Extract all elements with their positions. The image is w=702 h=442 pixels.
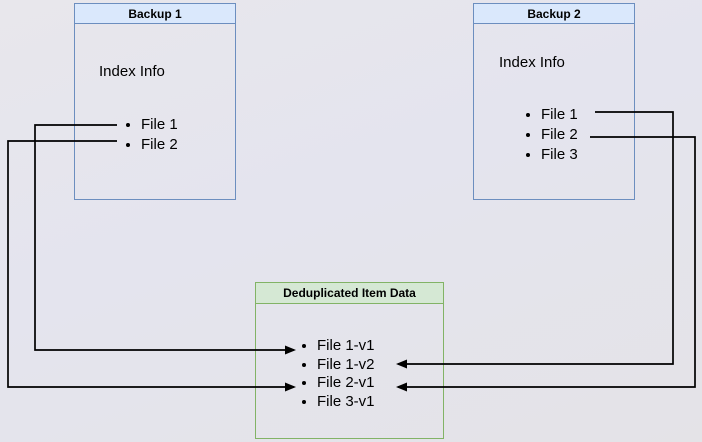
backup1-subtitle: Index Info [99, 63, 165, 80]
list-item-file1v1: File 1-v1 [317, 337, 375, 356]
list-item-file2: File 2 [541, 125, 578, 145]
list-item-file1: File 1 [141, 115, 178, 135]
dedup-file-list: File 1-v1 File 1-v2 File 2-v1 File 3-v1 [256, 337, 375, 411]
list-item-file1v2: File 1-v2 [317, 356, 375, 375]
backup2-box: Backup 2 Index Info File 1 File 2 File 3 [473, 3, 635, 200]
list-item-file2: File 2 [141, 135, 178, 155]
list-item-file2v1: File 2-v1 [317, 374, 375, 393]
backup2-subtitle: Index Info [499, 54, 565, 71]
backup2-title: Backup 2 [474, 4, 634, 24]
backup1-title: Backup 1 [75, 4, 235, 24]
backup2-file-list: File 1 File 2 File 3 [474, 105, 578, 165]
backup1-box: Backup 1 Index Info File 1 File 2 [74, 3, 236, 200]
backup1-file-list: File 1 File 2 [75, 115, 178, 155]
dedup-box: Deduplicated Item Data File 1-v1 File 1-… [255, 282, 444, 439]
dedup-title: Deduplicated Item Data [256, 283, 443, 304]
list-item-file3v1: File 3-v1 [317, 393, 375, 412]
list-item-file1: File 1 [541, 105, 578, 125]
list-item-file3: File 3 [541, 145, 578, 165]
